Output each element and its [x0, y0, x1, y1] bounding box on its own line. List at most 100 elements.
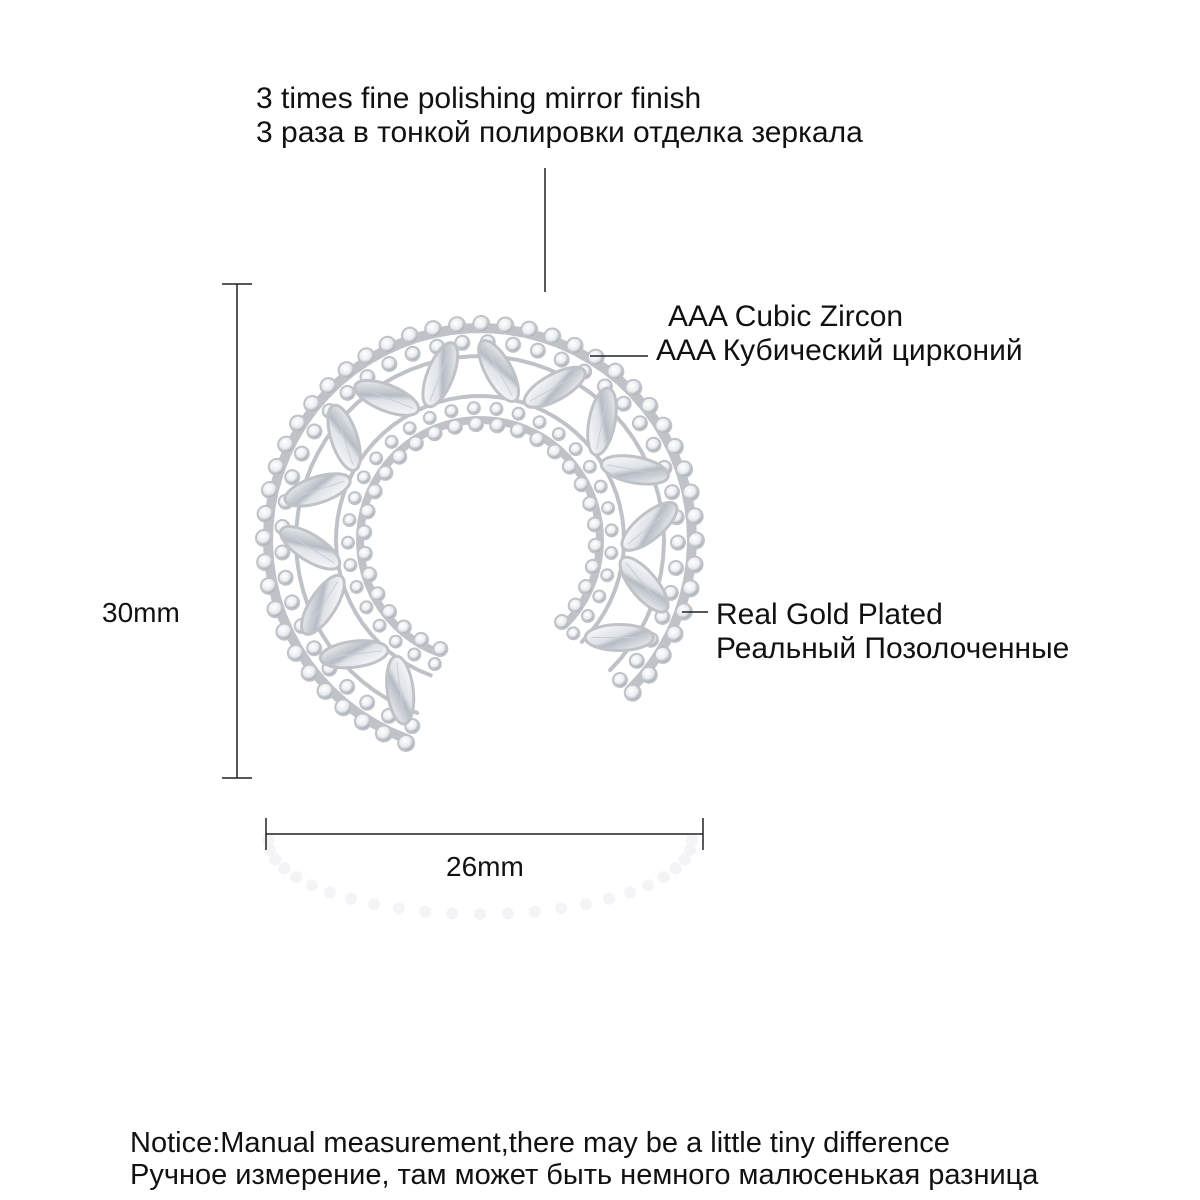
round-stone — [363, 568, 376, 581]
reflection-stone — [446, 907, 459, 920]
reflection-stone — [678, 853, 691, 866]
round-stone — [318, 683, 333, 698]
round-stone — [308, 642, 321, 655]
round-stone — [563, 460, 576, 473]
round-stone — [276, 546, 289, 559]
zircon-label-ru: AAA Кубический цирконий — [656, 333, 1023, 367]
round-stone — [291, 416, 306, 431]
plating-label-en: Real Gold Plated — [716, 598, 943, 631]
round-stone — [683, 485, 698, 500]
round-stone — [666, 486, 679, 499]
round-stone — [269, 459, 284, 474]
height-dimension-label: 30mm — [102, 597, 180, 628]
reflection-stone — [344, 892, 357, 905]
round-stone — [588, 350, 603, 365]
polishing-label-ru: 3 раза в тонкой полировки отделка зеркал… — [256, 115, 863, 149]
round-stone — [361, 602, 372, 613]
round-stone — [390, 636, 401, 647]
round-stone — [625, 685, 640, 700]
round-stone — [556, 616, 569, 629]
round-stone — [594, 591, 605, 602]
round-stone — [687, 557, 702, 572]
round-stone — [633, 417, 646, 430]
marquise-stone — [583, 623, 655, 653]
reflection-stone — [368, 898, 380, 911]
round-stone — [376, 726, 391, 741]
reflection-stone — [657, 871, 670, 884]
round-stone — [468, 403, 479, 414]
round-stone — [589, 539, 602, 552]
round-stone — [617, 397, 630, 410]
round-stone — [355, 714, 370, 729]
round-stone — [534, 417, 545, 428]
round-stone — [321, 379, 336, 394]
marquise-stone — [326, 403, 362, 472]
round-stone — [606, 525, 617, 536]
round-stone — [683, 581, 698, 596]
round-stone — [603, 503, 614, 514]
marquise-stone — [522, 365, 587, 409]
round-stone — [344, 515, 355, 526]
round-stone — [582, 611, 593, 622]
round-stone — [262, 483, 277, 498]
round-stone — [371, 453, 382, 464]
marquise-stone — [477, 339, 521, 403]
plating-label-ru: Реальный Позолоченные — [716, 631, 1070, 665]
round-stone — [288, 645, 303, 660]
round-stone — [402, 328, 417, 343]
width-dimension-marker — [265, 818, 704, 850]
round-stone — [656, 610, 669, 623]
reflection-stone — [580, 898, 592, 911]
round-stone — [359, 349, 374, 364]
round-stone — [406, 347, 419, 360]
round-stone — [341, 680, 354, 693]
round-stone — [361, 696, 374, 709]
round-stone — [647, 438, 660, 451]
marquise-stone — [618, 555, 670, 614]
round-stone — [470, 418, 483, 431]
reflection-stone — [305, 879, 318, 892]
round-stone — [614, 674, 627, 687]
reflection-stone — [669, 862, 682, 875]
polishing-label: 3 times fine polishing mirror finish 3 р… — [256, 82, 863, 149]
reflection-stone — [290, 871, 303, 884]
round-stone — [575, 478, 588, 491]
brooch-body — [255, 315, 705, 752]
round-stone — [595, 481, 606, 492]
round-stone — [670, 561, 683, 574]
reflection-stone — [623, 886, 636, 899]
reflection-stone — [419, 905, 432, 918]
round-stone — [677, 462, 692, 477]
marquise-stone — [318, 639, 390, 670]
round-stone — [305, 397, 320, 412]
round-stone — [664, 586, 677, 599]
round-stone — [415, 633, 428, 646]
round-stone — [567, 338, 582, 353]
round-stone — [349, 493, 360, 504]
round-stone — [358, 472, 369, 483]
round-stone — [606, 548, 617, 559]
round-stone — [450, 318, 465, 333]
marquise-stone — [385, 654, 416, 726]
round-stone — [513, 408, 524, 419]
height-dimension-marker — [222, 283, 252, 779]
plating-label: Real Gold Plated Реальный Позолоченные — [716, 598, 1069, 665]
round-stone — [688, 533, 703, 548]
round-stone — [295, 447, 308, 460]
round-stone — [302, 665, 317, 680]
reflection-stone — [686, 834, 698, 846]
round-stone — [655, 648, 670, 663]
notice-text-en: Notice:Manual measurement,there may be a… — [130, 1127, 950, 1159]
round-stone — [584, 497, 597, 510]
round-stone — [286, 596, 299, 609]
round-stone — [361, 505, 374, 518]
round-stone — [446, 406, 457, 417]
round-stone — [630, 654, 643, 667]
marquise-stone — [279, 525, 342, 571]
round-stone — [569, 599, 582, 612]
marquise-stone — [421, 341, 460, 409]
reflection-stone — [603, 892, 616, 905]
notice-text-ru: Ручное измерение, там может быть немного… — [130, 1159, 1039, 1192]
round-stone — [667, 626, 682, 641]
